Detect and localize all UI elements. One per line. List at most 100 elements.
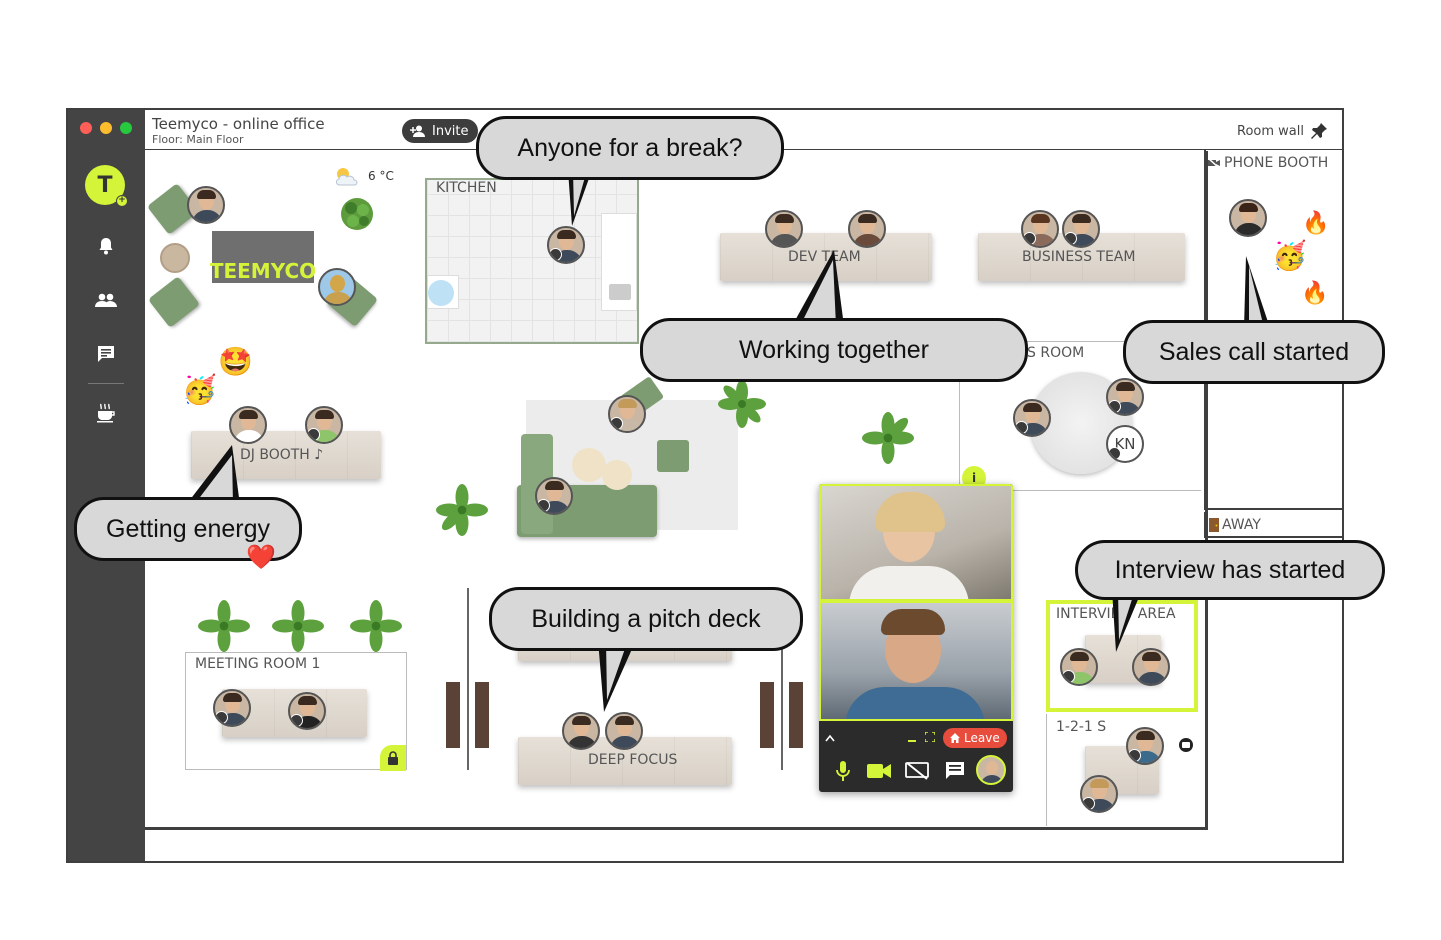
avatar-initials[interactable]: KN xyxy=(1106,425,1144,463)
logo-letter: T xyxy=(97,172,113,198)
avatar[interactable] xyxy=(547,226,585,264)
room-wall-label: Room wall xyxy=(1237,123,1304,139)
bubble-tail xyxy=(598,640,636,712)
dev-team-label: DEV TEAM xyxy=(788,249,861,265)
bubble-tail xyxy=(792,250,844,326)
bubble-tail xyxy=(568,170,592,226)
lock-icon[interactable] xyxy=(380,745,406,771)
kitchen-counter xyxy=(601,213,637,311)
bell-icon[interactable] xyxy=(94,235,118,257)
avatar[interactable] xyxy=(765,210,803,248)
bubble-tail xyxy=(1112,590,1142,652)
invite-button[interactable]: Invite xyxy=(402,119,479,143)
avatar[interactable] xyxy=(187,186,225,224)
one-to-one-room[interactable] xyxy=(1046,714,1202,826)
avatar[interactable] xyxy=(535,477,573,515)
microphone-icon[interactable] xyxy=(831,760,855,782)
bubble-text: Sales call started xyxy=(1158,337,1350,366)
star-struck-emoji: 🤩 xyxy=(218,346,253,377)
self-avatar[interactable] xyxy=(976,755,1006,785)
shelf xyxy=(789,682,803,748)
people-icon[interactable] xyxy=(94,289,118,311)
avatar[interactable] xyxy=(1126,727,1164,765)
away-label: AWAY xyxy=(1222,517,1261,533)
speech-bubble: Working together xyxy=(640,318,1028,382)
avatar[interactable] xyxy=(1132,648,1170,686)
avatar[interactable] xyxy=(288,692,326,730)
plant-icon xyxy=(198,600,250,652)
away-room[interactable] xyxy=(1204,512,1342,538)
panel-divider xyxy=(1205,151,1208,830)
kitchen-label: KITCHEN xyxy=(436,180,497,196)
pin-icon xyxy=(1311,123,1327,139)
brand-sign-text: TEEMYCO xyxy=(209,259,317,283)
brand-sign: TEEMYCO xyxy=(209,231,317,283)
room-wall-button[interactable]: Room wall xyxy=(1237,122,1328,140)
window-minimize-button[interactable] xyxy=(100,122,112,134)
avatar[interactable] xyxy=(318,268,356,306)
leave-button[interactable]: Leave xyxy=(943,728,1007,748)
phone-booth-label: PHONE BOOTH xyxy=(1224,155,1329,171)
avatar[interactable] xyxy=(213,689,251,727)
bubble-text: Getting energy xyxy=(106,514,270,543)
coffee-icon[interactable] xyxy=(94,402,118,424)
avatar[interactable] xyxy=(1229,199,1267,237)
coffee-table xyxy=(572,448,606,482)
partition xyxy=(467,588,469,770)
plant-icon xyxy=(718,380,766,428)
chevron-up-icon[interactable] xyxy=(825,734,835,742)
avatar[interactable] xyxy=(1060,648,1098,686)
fullscreen-icon[interactable] xyxy=(925,732,935,742)
participant-body xyxy=(849,566,969,599)
avatar[interactable] xyxy=(1080,775,1118,813)
weather-widget: 6 °C xyxy=(332,165,394,187)
speech-bubble: Sales call started xyxy=(1123,320,1385,384)
leave-label: Leave xyxy=(964,731,1000,745)
plant-icon xyxy=(436,484,488,536)
video-tile[interactable] xyxy=(819,484,1013,601)
dj-booth-label: DJ BOOTH ♪ xyxy=(240,447,324,463)
add-icon: + xyxy=(116,195,128,207)
fire-emoji: 🔥 xyxy=(1301,280,1329,305)
s-room[interactable] xyxy=(959,341,1201,491)
sidebar: T + xyxy=(68,110,145,861)
avatar[interactable] xyxy=(848,210,886,248)
one-to-one-label: 1-2-1 S xyxy=(1056,719,1107,735)
avatar[interactable] xyxy=(305,406,343,444)
sidebar-divider xyxy=(88,383,124,384)
avatar-initials-text: KN xyxy=(1114,435,1136,453)
plant-icon xyxy=(272,600,324,652)
minimize-icon[interactable] xyxy=(908,740,916,742)
chat-icon[interactable] xyxy=(943,760,967,782)
shelf xyxy=(446,682,460,748)
record-icon[interactable] xyxy=(1178,737,1194,753)
avatar[interactable] xyxy=(605,712,643,750)
avatar[interactable] xyxy=(229,406,267,444)
meeting-room-1[interactable] xyxy=(185,652,407,770)
bubble-text: Working together xyxy=(739,335,929,364)
chat-icon[interactable] xyxy=(94,343,118,365)
bubble-tail xyxy=(186,445,240,505)
sink xyxy=(609,284,631,300)
screen-share-off-icon[interactable] xyxy=(905,760,929,782)
avatar[interactable] xyxy=(1013,399,1051,437)
avatar[interactable] xyxy=(562,712,600,750)
speech-bubble: Interview has started xyxy=(1075,540,1385,600)
meeting-room-1-label: MEETING ROOM 1 xyxy=(195,656,321,672)
temperature: 6 °C xyxy=(368,169,394,183)
fire-emoji: 🔥 xyxy=(1302,210,1330,235)
s-room-label: S ROOM xyxy=(1027,345,1085,361)
video-call-panel[interactable]: Leave xyxy=(819,484,1013,792)
avatar[interactable] xyxy=(1021,210,1059,248)
avatar[interactable] xyxy=(608,395,646,433)
plant-icon xyxy=(350,600,402,652)
teemyco-logo[interactable]: T + xyxy=(85,165,128,207)
avatar[interactable] xyxy=(1062,210,1100,248)
window-close-button[interactable] xyxy=(80,122,92,134)
participant-hair xyxy=(875,492,945,532)
avatar[interactable] xyxy=(1106,378,1144,416)
video-tile[interactable] xyxy=(819,601,1013,721)
camera-icon[interactable] xyxy=(867,760,891,782)
window-zoom-button[interactable] xyxy=(120,122,132,134)
partly-cloudy-icon xyxy=(336,168,358,186)
